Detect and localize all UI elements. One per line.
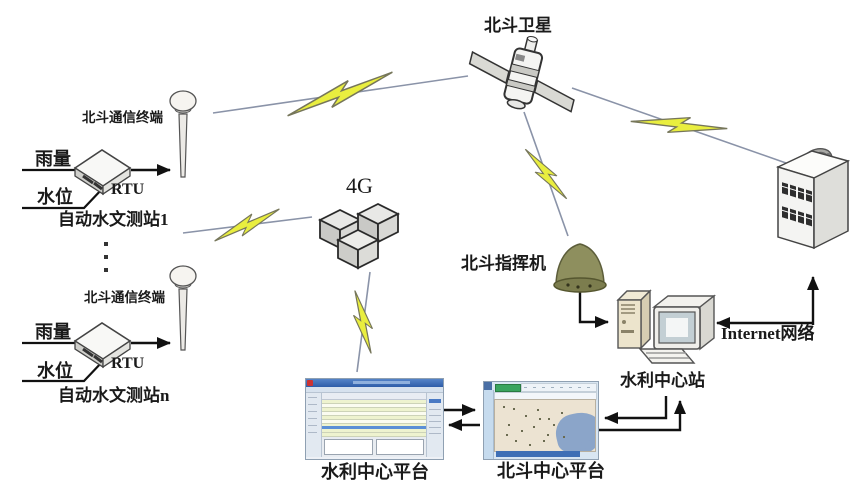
screenshot-sidebar bbox=[484, 390, 494, 459]
lightning-bolt-satellite-commander bbox=[523, 111, 569, 237]
stationN-rtu-label: RTU bbox=[111, 355, 145, 372]
map-markers bbox=[503, 406, 505, 408]
arrow-station-to-map bbox=[604, 396, 668, 424]
beidou-antenna-icon bbox=[169, 265, 197, 351]
commander-antenna-icon bbox=[553, 243, 607, 293]
satellite-label: 北斗卫星 bbox=[484, 16, 552, 35]
screenshot-corner-icon bbox=[484, 382, 492, 390]
beidou-platform-screenshot bbox=[483, 381, 599, 460]
center-station-label: 水利中心站 bbox=[620, 371, 705, 390]
screenshot-titlebar bbox=[306, 379, 443, 387]
water-platform-label: 水利中心平台 bbox=[321, 462, 429, 482]
building-icon bbox=[775, 148, 851, 250]
screenshot-menubar bbox=[306, 387, 443, 393]
map-lake bbox=[581, 440, 593, 449]
stationN-water-label: 水位 bbox=[37, 361, 73, 381]
screenshot-right-panel bbox=[426, 393, 443, 457]
arrow-commander-computer bbox=[578, 291, 609, 328]
screenshot-body bbox=[306, 393, 443, 457]
app-logo-icon bbox=[307, 380, 313, 386]
stationN-name-label: 自动水文测站n bbox=[58, 386, 170, 405]
screenshot-data-rows bbox=[322, 429, 426, 437]
stationN-rain-label: 雨量 bbox=[35, 322, 71, 342]
screenshot-panel bbox=[324, 439, 373, 455]
flow-arrows bbox=[131, 164, 819, 432]
arrow-map-to-station bbox=[599, 400, 686, 432]
screenshot-panel bbox=[375, 439, 424, 455]
beidou-platform-label: 北斗中心平台 bbox=[497, 461, 605, 481]
screenshot-toolbar bbox=[322, 393, 426, 400]
rtu-icon bbox=[73, 322, 132, 369]
screenshot-main bbox=[322, 393, 426, 457]
commander-label: 北斗指挥机 bbox=[461, 254, 546, 273]
internet-label: Internet网络 bbox=[721, 324, 815, 343]
station1-rtu-label: RTU bbox=[111, 181, 145, 198]
screenshot-map bbox=[494, 399, 596, 452]
screenshot-bottom-panels bbox=[322, 437, 426, 457]
computer-icon bbox=[616, 289, 717, 364]
lightning-bolt-satellite-building bbox=[571, 87, 787, 164]
lightning-bolt-station1-satellite bbox=[212, 71, 469, 117]
station1-name-label: 自动水文测站1 bbox=[58, 210, 169, 229]
screenshot-statusbar bbox=[496, 451, 580, 457]
station1-water-label: 水位 bbox=[37, 187, 73, 207]
4g-label: 4G bbox=[346, 173, 373, 198]
ellipsis-dots bbox=[104, 242, 108, 272]
station1-terminal-label: 北斗通信终端 bbox=[82, 110, 163, 125]
screenshot-sidebar bbox=[306, 393, 322, 457]
lightning-bolt-4g-platform bbox=[346, 271, 380, 373]
4g-network-icon bbox=[317, 202, 401, 270]
rtu-icon bbox=[73, 149, 132, 196]
screenshot-toolbar bbox=[521, 383, 597, 392]
beidou-antenna-icon bbox=[169, 90, 197, 178]
lightning-bolt-station-4g bbox=[182, 208, 313, 242]
stationN-terminal-label: 北斗通信终端 bbox=[84, 290, 165, 305]
station1-rain-label: 雨量 bbox=[35, 149, 71, 169]
screenshot-selected-row bbox=[322, 426, 426, 429]
satellite-icon bbox=[468, 35, 575, 113]
screenshot-data-table bbox=[322, 400, 426, 426]
water-platform-screenshot bbox=[305, 378, 444, 460]
screenshot-green-button bbox=[495, 384, 521, 392]
sensor-lines bbox=[22, 168, 104, 383]
